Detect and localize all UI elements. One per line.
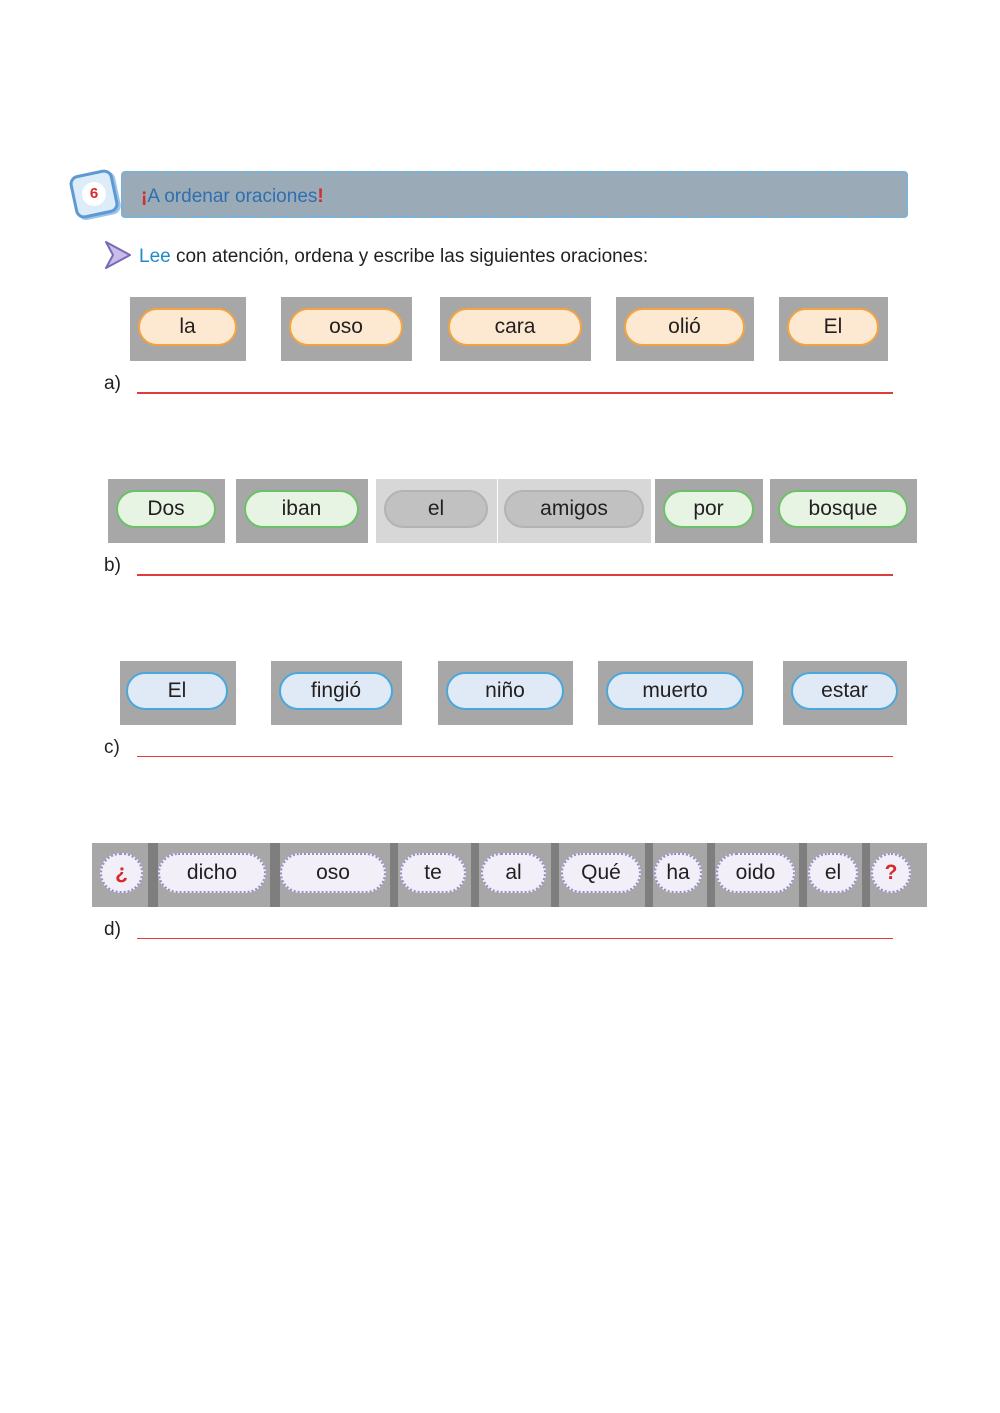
answer-label-b: b) <box>104 555 121 576</box>
strip-divider <box>799 843 807 907</box>
word-cloud[interactable]: te <box>400 853 466 893</box>
answer-line-c[interactable] <box>137 756 893 757</box>
word-tile[interactable]: olió <box>616 297 754 361</box>
title-open-mark: ¡ <box>141 186 148 207</box>
instruction-text: Lee con atención, ordena y escribe las s… <box>139 246 648 268</box>
word-cloud: cara <box>448 308 582 346</box>
answer-label-a: a) <box>104 373 121 394</box>
word-cloud: fingió <box>279 672 393 710</box>
word-tile[interactable]: el <box>376 479 497 543</box>
strip-divider <box>551 843 559 907</box>
answer-line-d[interactable] <box>137 938 893 939</box>
strip-divider <box>390 843 398 907</box>
strip-divider <box>862 843 870 907</box>
strip-divider <box>270 843 280 907</box>
strip-divider <box>148 843 158 907</box>
instruction-body: con atención, ordena y escribe las sigui… <box>170 246 649 267</box>
answer-line-a[interactable] <box>137 392 893 394</box>
word-cloud: por <box>663 490 754 528</box>
answer-label-d: d) <box>104 919 121 940</box>
answer-label-c: c) <box>104 737 120 758</box>
word-cloud[interactable]: ¿ <box>100 853 143 893</box>
word-cloud[interactable]: dicho <box>158 853 266 893</box>
word-cloud: muerto <box>606 672 744 710</box>
word-tile[interactable]: fingió <box>271 661 402 725</box>
word-cloud: oso <box>289 308 403 346</box>
answer-line-b[interactable] <box>137 574 893 576</box>
word-tile[interactable]: muerto <box>598 661 753 725</box>
word-cloud: El <box>787 308 879 346</box>
arrow-pointer-icon <box>105 241 131 269</box>
word-tile[interactable]: amigos <box>498 479 651 543</box>
word-cloud[interactable]: el <box>808 853 858 893</box>
instruction-keyword: Lee <box>139 246 171 267</box>
word-tile[interactable]: niño <box>438 661 573 725</box>
word-cloud[interactable]: ha <box>654 853 702 893</box>
word-tile[interactable]: iban <box>236 479 368 543</box>
title-text: A ordenar oraciones <box>147 186 318 207</box>
word-cloud[interactable]: ? <box>871 853 911 893</box>
strip-divider <box>645 843 653 907</box>
word-tile[interactable]: Dos <box>108 479 225 543</box>
word-cloud[interactable]: Qué <box>561 853 641 893</box>
word-tile[interactable]: El <box>120 661 236 725</box>
title-banner: ¡A ordenar oraciones! <box>121 171 908 218</box>
word-cloud[interactable]: al <box>481 853 546 893</box>
word-cloud[interactable]: oido <box>716 853 795 893</box>
exercise-number-badge: 6 <box>67 167 121 221</box>
word-tile[interactable]: bosque <box>770 479 917 543</box>
word-cloud: la <box>138 308 237 346</box>
exercise-number: 6 <box>82 182 106 206</box>
word-tile[interactable]: oso <box>281 297 412 361</box>
word-tile[interactable]: por <box>655 479 763 543</box>
word-cloud: estar <box>791 672 898 710</box>
word-cloud: amigos <box>504 490 644 528</box>
word-tile[interactable]: El <box>779 297 888 361</box>
word-tile[interactable]: cara <box>440 297 591 361</box>
page-title: ¡A ordenar oraciones! <box>141 186 324 208</box>
word-cloud: Dos <box>116 490 216 528</box>
title-close-mark: ! <box>317 186 324 207</box>
word-tile[interactable]: estar <box>783 661 907 725</box>
word-cloud: bosque <box>778 490 908 528</box>
strip-divider <box>471 843 479 907</box>
word-cloud: iban <box>244 490 359 528</box>
word-tile[interactable]: la <box>130 297 246 361</box>
word-cloud[interactable]: oso <box>280 853 386 893</box>
word-cloud: El <box>126 672 228 710</box>
word-cloud: niño <box>446 672 564 710</box>
strip-divider <box>707 843 715 907</box>
word-cloud: olió <box>624 308 745 346</box>
word-cloud: el <box>384 490 488 528</box>
